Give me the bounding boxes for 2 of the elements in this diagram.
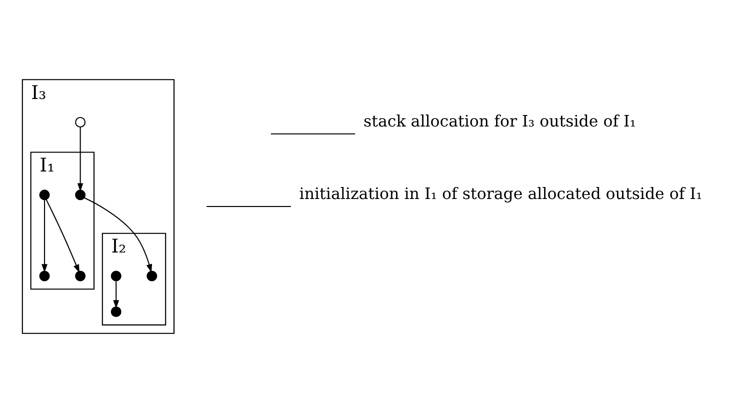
- legend-label: initialization in I₁ of storage allocated outside of I₁: [298, 184, 702, 204]
- legend-label: stack allocation for I₃ outside of I₁: [363, 111, 636, 130]
